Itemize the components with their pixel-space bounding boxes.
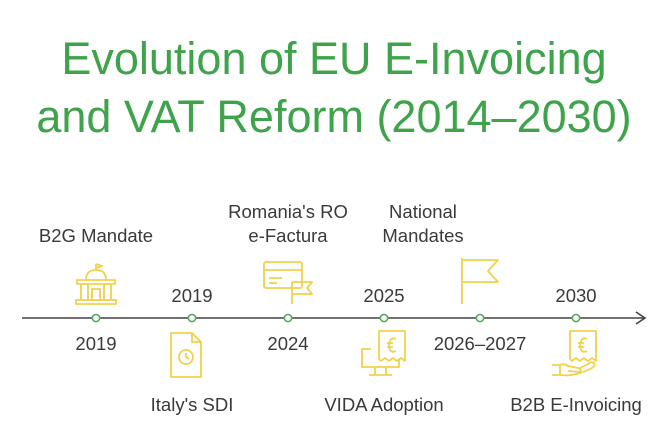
timeline-node-m5 bbox=[475, 313, 485, 323]
milestone-date-m2: 2019 bbox=[171, 285, 213, 306]
milestone-date-m5: 2026–2027 bbox=[433, 333, 527, 354]
document-clock-icon bbox=[170, 332, 202, 378]
timeline-arrowhead bbox=[635, 311, 647, 325]
milestone-title-m6: B2B E-Invoicing bbox=[510, 394, 642, 415]
card-flag-icon bbox=[263, 261, 313, 304]
milestone-title-m5: National Mandates bbox=[363, 200, 483, 248]
timeline-node-m2 bbox=[187, 313, 197, 323]
milestone-title-m4: VIDA Adoption bbox=[324, 394, 444, 415]
milestone-date-m6: 2030 bbox=[555, 285, 597, 306]
monitor-euro-receipt-icon bbox=[361, 330, 406, 376]
government-building-icon bbox=[75, 263, 117, 305]
flag-icon bbox=[461, 258, 499, 304]
hand-euro-receipt-icon bbox=[552, 330, 597, 377]
milestone-title-m3-line1: Romania's RO bbox=[228, 201, 348, 222]
milestone-title-m1: B2G Mandate bbox=[38, 225, 154, 246]
milestone-title-m3: Romania's RO e-Factura bbox=[168, 200, 408, 248]
milestone-date-m1: 2019 bbox=[75, 333, 117, 354]
milestone-title-m5-line1: National bbox=[389, 201, 457, 222]
milestone-title-m3-line2: e-Factura bbox=[248, 225, 328, 246]
title-line-2: and VAT Reform (2014–2030) bbox=[36, 91, 632, 142]
milestone-title-m5-line2: Mandates bbox=[382, 225, 464, 246]
timeline-node-m1 bbox=[91, 313, 101, 323]
timeline-node-m4 bbox=[379, 313, 389, 323]
milestone-title-m2: Italy's SDI bbox=[150, 394, 234, 415]
title-line-1: Evolution of EU E-Invoicing bbox=[61, 33, 607, 84]
milestone-date-m3: 2024 bbox=[267, 333, 309, 354]
milestone-date-m4: 2025 bbox=[363, 285, 405, 306]
diagram-title: Evolution of EU E-Invoicing and VAT Refo… bbox=[0, 30, 668, 146]
timeline-node-m6 bbox=[571, 313, 581, 323]
timeline-node-m3 bbox=[283, 313, 293, 323]
